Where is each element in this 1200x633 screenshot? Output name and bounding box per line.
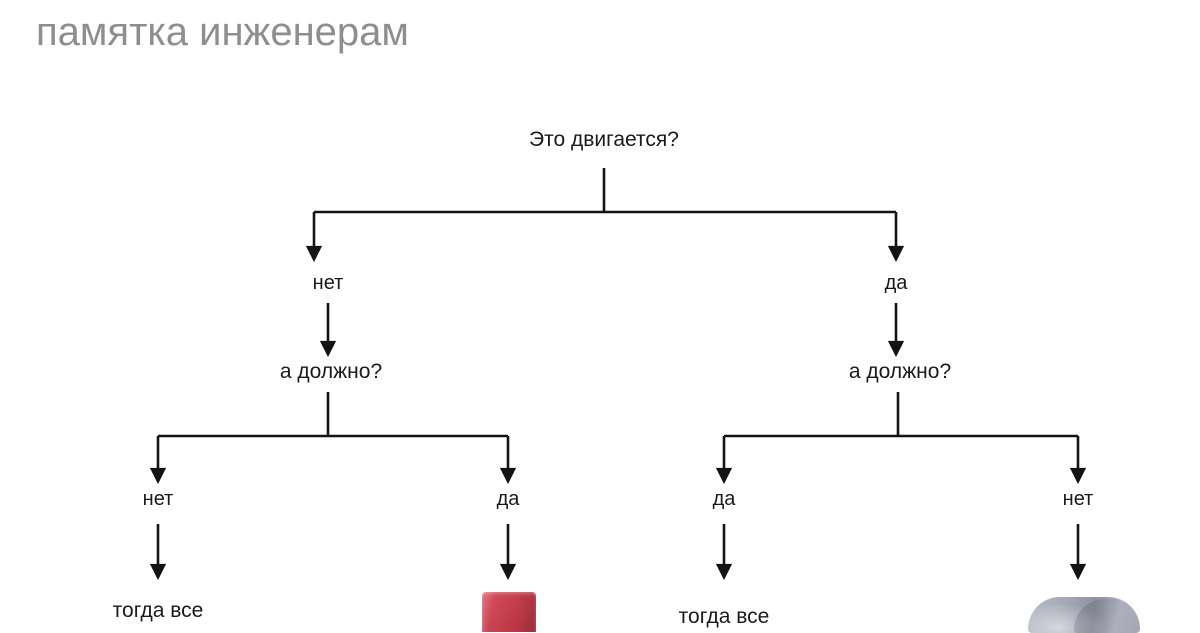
red-duct-tape-roll-icon xyxy=(482,592,536,632)
node-level2-right-question: а должно? xyxy=(848,360,952,383)
node-level1-left-label: нет xyxy=(312,272,344,294)
node-leaf-3: тогда все xyxy=(678,605,770,628)
node-level3-right-right-label: нет xyxy=(1062,488,1094,510)
node-level3-left-right-label: да xyxy=(496,488,520,510)
grey-duct-tape-roll-icon xyxy=(1028,597,1140,633)
node-level1-right-label: да xyxy=(884,272,908,294)
node-level3-left-left-label: нет xyxy=(142,488,174,510)
node-root-question: Это двигается? xyxy=(529,128,679,151)
node-leaf-1: тогда все xyxy=(112,599,204,622)
node-level2-left-question: а должно? xyxy=(279,360,383,383)
page-title: памятка инженерам xyxy=(36,10,409,54)
node-level3-right-left-label: да xyxy=(712,488,736,510)
